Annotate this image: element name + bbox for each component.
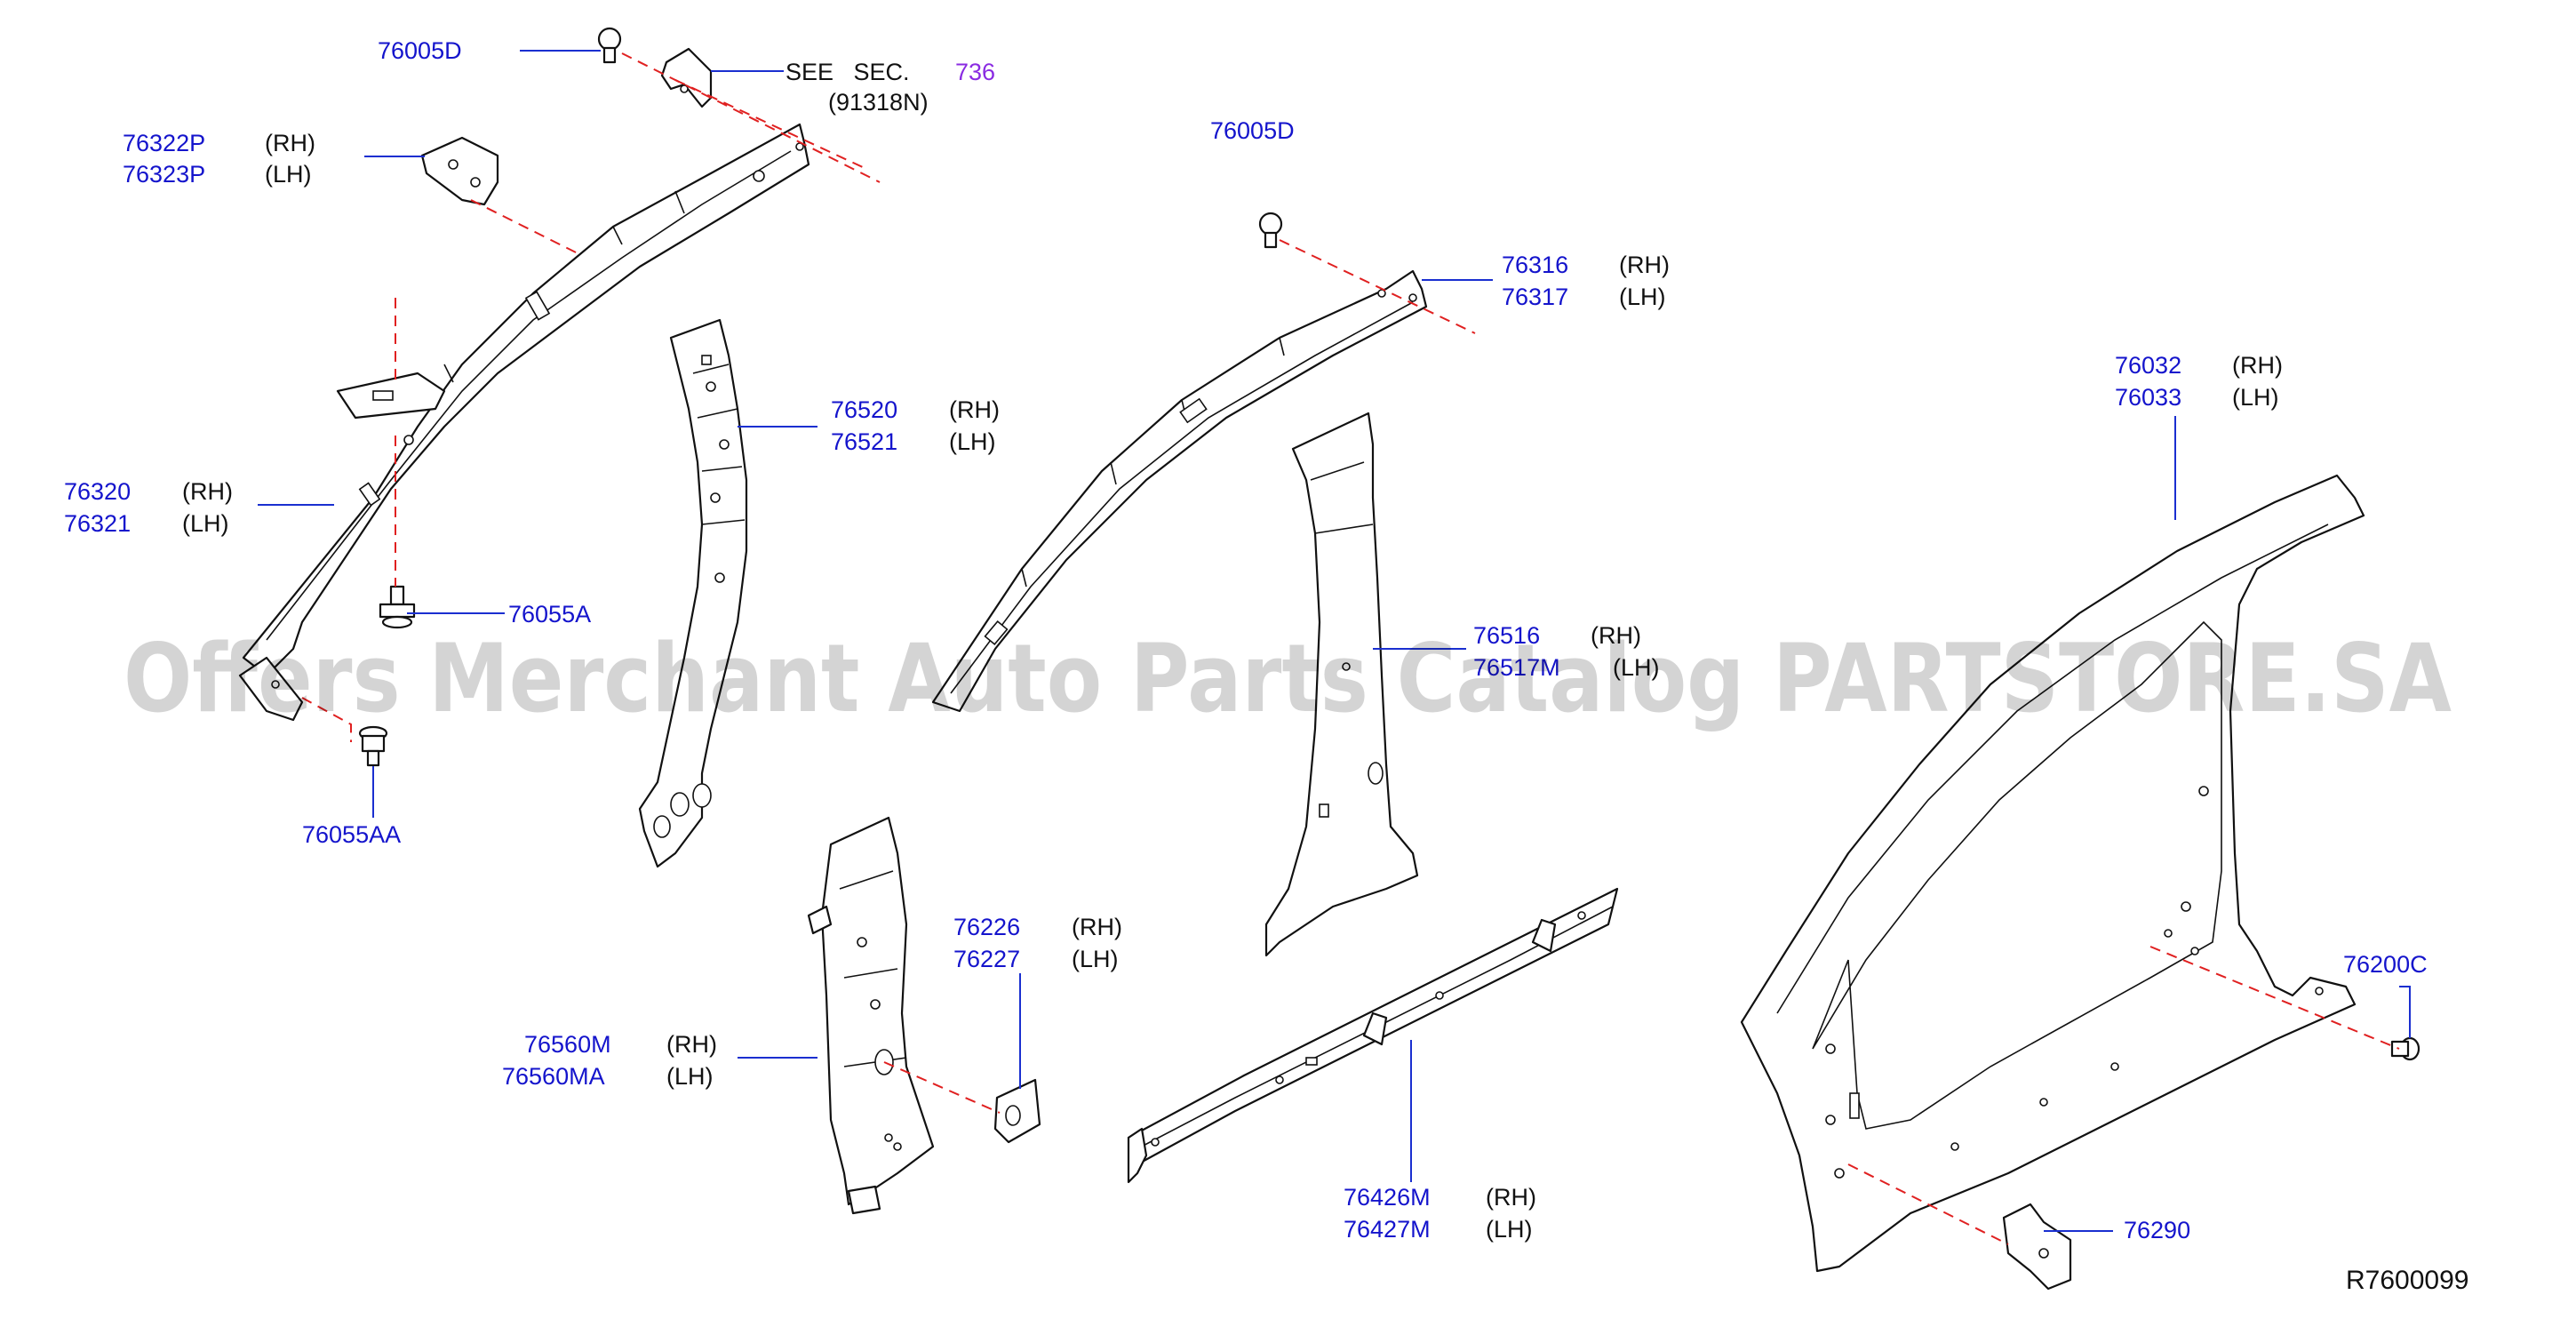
callout-part-number[interactable]: 76317	[1502, 284, 1568, 310]
callout-part-number[interactable]: 76521	[831, 428, 897, 455]
callout-part-number[interactable]: 76520	[831, 396, 897, 423]
see-section-reference: SEE SEC. 736 (91318N)	[786, 59, 995, 116]
callout-side: (RH)	[2232, 352, 2283, 379]
callout-side: (RH)	[1591, 622, 1641, 649]
callout-side: (LH)	[1486, 1216, 1533, 1243]
hinge-pillar-76560m-part	[807, 816, 935, 1215]
callout-part-number[interactable]: 76321	[64, 510, 131, 537]
callout-part-number[interactable]: 76200C	[2343, 951, 2428, 978]
callout-side: (LH)	[265, 161, 312, 188]
callout-part-number[interactable]: 76320	[64, 478, 131, 505]
body-side-outer-76032-part	[1740, 474, 2365, 1273]
clip-76200c	[2390, 1036, 2420, 1061]
callout-side: (RH)	[182, 478, 233, 505]
callout-side: (RH)	[666, 1031, 717, 1058]
callout-part-number[interactable]: 76226	[953, 914, 1020, 940]
callout-part-number[interactable]: 76055AA	[302, 821, 401, 848]
callout-part-number[interactable]: 76426M	[1344, 1184, 1431, 1211]
callout-part-number[interactable]: 76033	[2115, 384, 2181, 411]
bracket-76322p-part	[420, 136, 499, 206]
callout-side: (RH)	[1486, 1184, 1536, 1211]
center-pillar-76516-part	[1264, 412, 1419, 957]
callout-part-number[interactable]: 76227	[953, 946, 1020, 972]
callout-side: (RH)	[949, 396, 1000, 423]
callout-side: (RH)	[265, 130, 315, 156]
sill-inner-76426m-part	[1127, 887, 1619, 1184]
callout-side: (LH)	[666, 1063, 714, 1090]
callout-labels: 76005D 76322P (RH) 76323P (LH) 76320 (RH…	[64, 37, 2428, 1243]
callout-part-number[interactable]: 76055A	[508, 601, 591, 628]
see-section-link[interactable]: 736	[955, 59, 995, 85]
pillar-reinforcement-76520-part	[638, 318, 748, 868]
callout-part-number[interactable]: 76560M	[524, 1031, 611, 1058]
callout-side: (LH)	[949, 428, 996, 455]
screw-76005d-left	[597, 27, 622, 64]
callout-part-number[interactable]: 76322P	[123, 130, 205, 156]
callout-side: (LH)	[182, 510, 229, 537]
callout-side: (RH)	[1072, 914, 1122, 940]
clip-bracket-part	[660, 47, 713, 108]
callout-side: (LH)	[1613, 654, 1660, 681]
alignment-lines	[301, 52, 2400, 1245]
bracket-76226-part	[993, 1078, 1041, 1144]
see-section-subcode: (91318N)	[828, 89, 929, 116]
bracket-76290-part	[2002, 1203, 2072, 1291]
callout-part-number[interactable]: 76427M	[1344, 1216, 1431, 1243]
see-section-label: SEE SEC.	[786, 59, 910, 85]
callout-side: (LH)	[1072, 946, 1119, 972]
callout-part-number[interactable]: 76005D	[1210, 117, 1295, 144]
callout-part-number[interactable]: 76005D	[378, 37, 462, 64]
callout-side: (LH)	[2232, 384, 2279, 411]
callout-part-number[interactable]: 76516	[1473, 622, 1540, 649]
callout-side: (RH)	[1619, 252, 1670, 278]
callout-part-number[interactable]: 76560MA	[502, 1063, 605, 1090]
callout-part-number[interactable]: 76517M	[1473, 654, 1560, 681]
diagram-code: R7600099	[2346, 1266, 2468, 1295]
front-pillar-upper-part	[238, 123, 810, 722]
bolt-76055aa	[358, 725, 388, 767]
watermark: Offers Merchant Auto Parts Catalog PARTS…	[124, 624, 2452, 733]
callout-part-number[interactable]: 76316	[1502, 252, 1568, 278]
callout-part-number[interactable]: 76323P	[123, 161, 205, 188]
roof-side-rail-76316-part	[931, 269, 1428, 713]
leader-lines	[258, 50, 2411, 1232]
bolt-76055a	[379, 585, 416, 629]
screw-76005d-middle	[1258, 212, 1283, 249]
callout-side: (LH)	[1619, 284, 1666, 310]
callout-part-number[interactable]: 76290	[2124, 1217, 2190, 1243]
callout-part-number[interactable]: 76032	[2115, 352, 2181, 379]
